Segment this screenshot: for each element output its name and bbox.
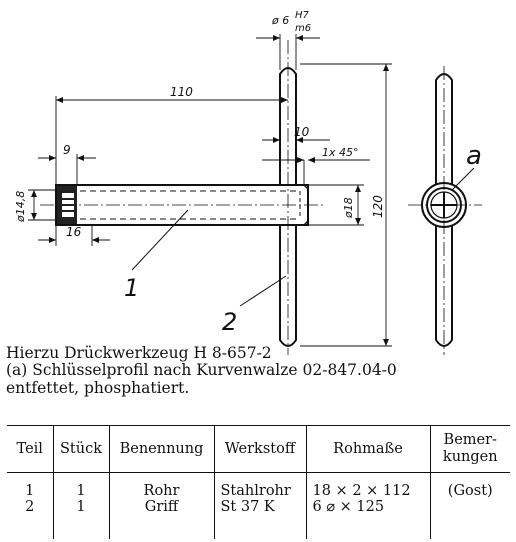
dim-length-9: 9 xyxy=(63,143,71,157)
cell-werkstoff: Stahlrohr St 37 K xyxy=(213,472,306,539)
cell-benennung: Rohr Griff xyxy=(108,472,214,539)
header-stueck: Stück xyxy=(52,425,109,473)
end-view xyxy=(408,66,482,355)
part-label-2: 2 xyxy=(222,308,237,336)
table-cell: 1 xyxy=(25,483,35,499)
dim-length-110: 110 xyxy=(170,85,193,99)
table-cell: 2 xyxy=(25,499,35,515)
table-cell: 18 × 2 × 112 xyxy=(312,483,411,499)
header-teil: Teil xyxy=(7,425,53,473)
header-benennung: Benennung xyxy=(108,425,214,473)
part-label-1: 1 xyxy=(124,274,139,302)
cell-rohmasse: 18 × 2 × 112 6 ⌀ × 125 xyxy=(305,472,430,539)
table-cell: St 37 K xyxy=(220,499,275,515)
dim-dia-18: ø18 xyxy=(342,197,355,219)
cell-teil: 1 2 xyxy=(7,473,53,540)
dim-chamfer: 1x 45° xyxy=(322,146,359,159)
detail-label-a: a xyxy=(466,141,482,171)
table-cell: Stahlrohr xyxy=(220,483,291,499)
cell-stueck: 1 1 xyxy=(52,472,109,539)
header-werkstoff: Werkstoff xyxy=(213,425,306,473)
table-cell: Rohr xyxy=(143,483,180,499)
table-cell: (Gost) xyxy=(447,483,493,499)
dim-fit-shaft: m6 xyxy=(295,23,311,34)
header-rohmasse: Rohmaße xyxy=(305,425,430,473)
dimension-lines xyxy=(28,34,392,347)
table-body-row: 1 2 1 1 Rohr Griff Stahlrohr St 37 K 18 … xyxy=(7,472,510,540)
table-cell: 6 ⌀ × 125 xyxy=(312,499,385,515)
table-cell: 1 xyxy=(76,483,86,499)
note-line-2: (a) Schlüsselprofil nach Kurvenwalze 02-… xyxy=(6,361,397,379)
cell-bemerkungen: (Gost) xyxy=(429,472,510,539)
technical-drawing: ø 6 H7 m6 110 9 10 1x 45° ø14,8 ø18 16 1… xyxy=(14,10,482,355)
dim-fit-hole: H7 xyxy=(295,10,310,21)
table-header-row: Teil Stück Benennung Werkstoff Rohmaße B… xyxy=(7,425,510,473)
dim-shaft-diameter: ø 6 xyxy=(271,14,289,27)
handle-side-view xyxy=(279,40,297,355)
table-cell: Griff xyxy=(144,499,179,515)
dim-length-16: 16 xyxy=(66,225,82,239)
tube-side-view xyxy=(40,184,325,226)
parts-list-table: Teil Stück Benennung Werkstoff Rohmaße B… xyxy=(7,425,510,539)
note-line-3: entfettet, phosphatiert. xyxy=(6,379,190,397)
dim-length-120: 120 xyxy=(371,195,385,218)
note-line-1: Hierzu Drückwerkzeug H 8-657-2 xyxy=(6,344,272,362)
table-cell: 1 xyxy=(76,499,86,515)
dim-length-10: 10 xyxy=(294,125,310,139)
header-bemerkungen: Bemer- kungen xyxy=(429,425,510,473)
dim-dia-14: ø14,8 xyxy=(14,191,27,223)
